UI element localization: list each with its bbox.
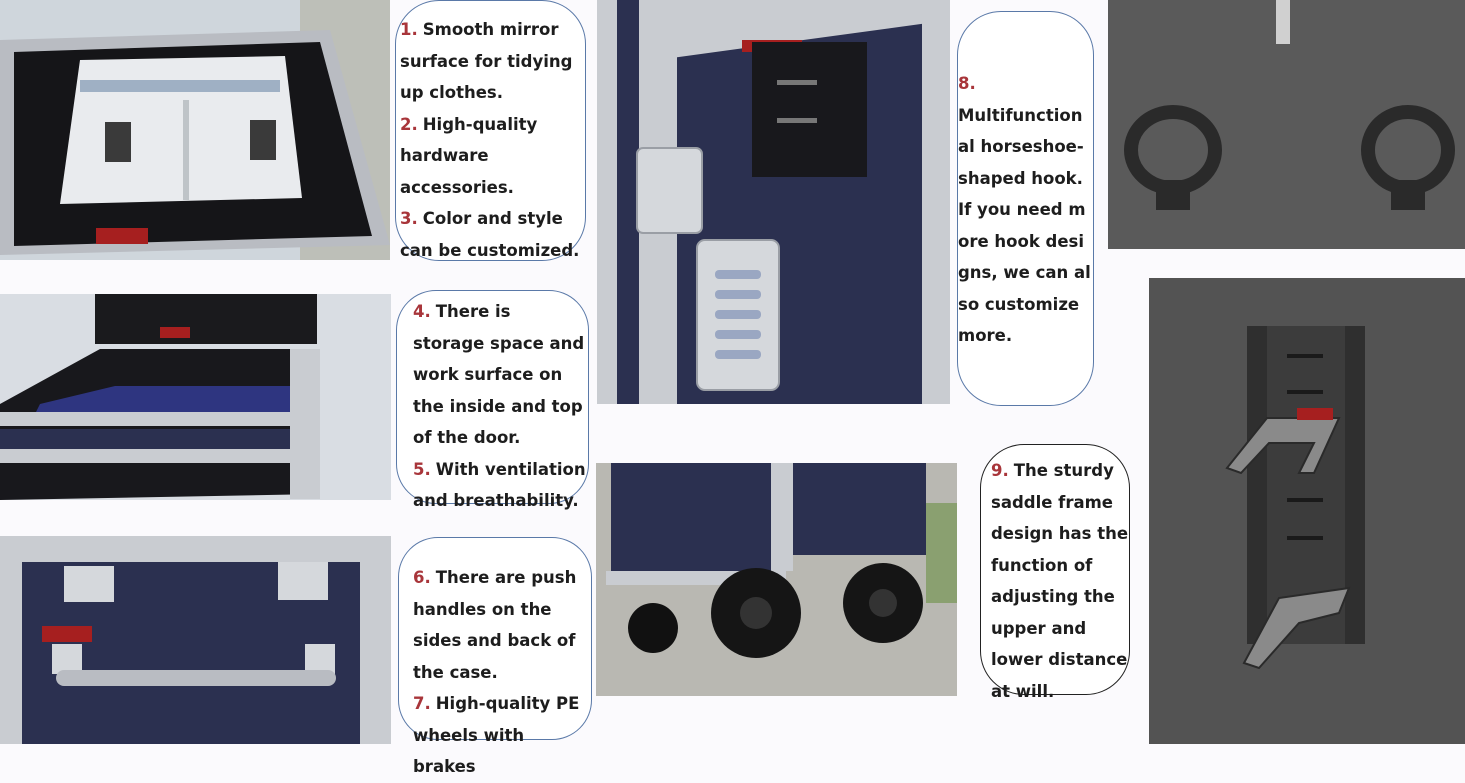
feature-6: 6.There are push handles on the sides an… [413, 568, 577, 682]
horseshoe-hooks-image [1108, 0, 1465, 249]
feature-bubble-1: 1.Smooth mirror surface for tidying up c… [395, 0, 586, 261]
feature-bubble-6: 6.There are push handles on the sides an… [398, 537, 592, 776]
photo-saddle-frame [1149, 278, 1465, 744]
case-door-image [597, 0, 950, 404]
feature-3: 3.Color and style can be customized. [400, 209, 580, 260]
wheels-image [596, 463, 957, 696]
mirror-lid-image [0, 0, 390, 260]
push-handle-image [0, 536, 391, 744]
feature-4: 4.There is storage space and work surfac… [413, 302, 585, 447]
photo-mirror-lid [0, 0, 390, 260]
feature-7: 7.High-quality PE wheels with brakes [413, 694, 580, 776]
saddle-frame-image [1149, 278, 1465, 744]
feature-bubble-9: 9.The sturdy saddle frame design has the… [980, 444, 1130, 701]
feature-bubble-4: 4.There is storage space and work surfac… [396, 290, 589, 510]
feature-bubble-8: 8.Multifunctional horseshoe-shaped hook.… [957, 11, 1094, 406]
feature-5: 5.With ventilation and breathability. [413, 459, 586, 511]
feature-2: 2.High-quality hardware accessories. [400, 114, 538, 197]
feature-1: 1.Smooth mirror surface for tidying up c… [400, 20, 573, 102]
storage-space-image [0, 294, 391, 500]
photo-horseshoe-hooks [1108, 0, 1465, 249]
photo-case-door [597, 0, 950, 404]
feature-8: 8.Multifunctional horseshoe-shaped hook.… [958, 74, 1091, 345]
photo-storage-space [0, 294, 391, 500]
feature-9: 9.The sturdy saddle frame design has the… [991, 461, 1129, 701]
photo-push-handle [0, 536, 391, 744]
photo-wheels [596, 463, 957, 696]
